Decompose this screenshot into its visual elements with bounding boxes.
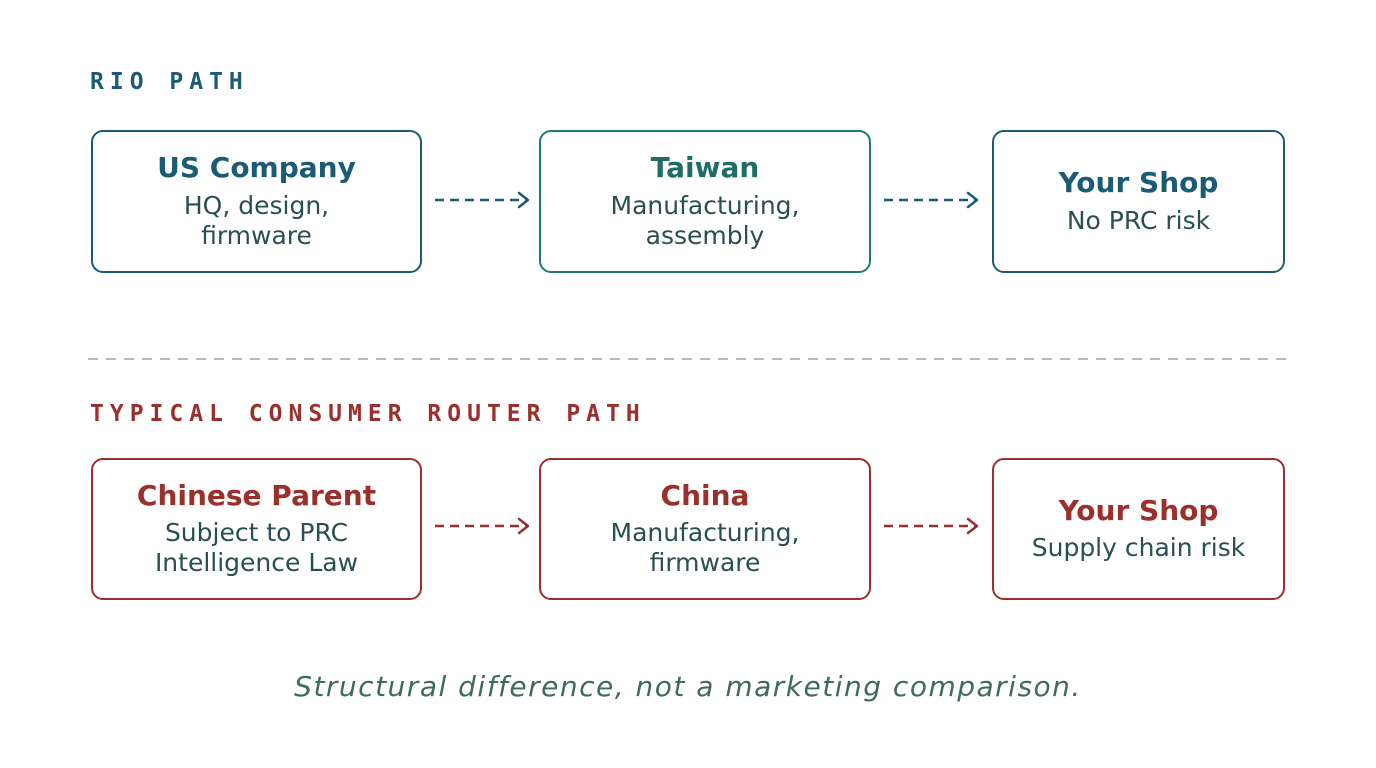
rio-node-taiwan: Taiwan Manufacturing, assembly xyxy=(539,130,871,273)
rio-node-us-company: US Company HQ, design, firmware xyxy=(91,130,422,273)
typical-path-label: TYPICAL CONSUMER ROUTER PATH xyxy=(90,401,646,427)
rio-node-your-shop: Your Shop No PRC risk xyxy=(992,130,1285,273)
rio-arrow-2 xyxy=(884,191,979,209)
node-title: China xyxy=(660,478,750,512)
node-subtitle: HQ, design, firmware xyxy=(183,190,330,250)
caption: Structural difference, not a marketing c… xyxy=(294,670,1082,703)
node-title: Taiwan xyxy=(650,151,760,185)
rio-path-label: RIO PATH xyxy=(90,69,249,95)
node-subtitle: No PRC risk xyxy=(1066,205,1211,235)
typical-arrow-2 xyxy=(884,517,979,535)
node-title: Your Shop xyxy=(1058,493,1219,527)
node-subtitle: Subject to PRC Intelligence Law xyxy=(154,518,359,578)
node-title: US Company xyxy=(157,151,356,185)
node-title: Chinese Parent xyxy=(136,478,377,512)
node-subtitle: Manufacturing, firmware xyxy=(610,518,800,578)
typical-node-china: China Manufacturing, firmware xyxy=(539,458,871,600)
node-subtitle: Manufacturing, assembly xyxy=(610,190,800,250)
rio-arrow-1 xyxy=(435,191,530,209)
node-subtitle: Supply chain risk xyxy=(1031,533,1246,563)
typical-node-your-shop: Your Shop Supply chain risk xyxy=(992,458,1285,600)
section-divider xyxy=(88,358,1288,360)
typical-node-chinese-parent: Chinese Parent Subject to PRC Intelligen… xyxy=(91,458,422,600)
typical-arrow-1 xyxy=(435,517,530,535)
node-title: Your Shop xyxy=(1058,166,1219,200)
